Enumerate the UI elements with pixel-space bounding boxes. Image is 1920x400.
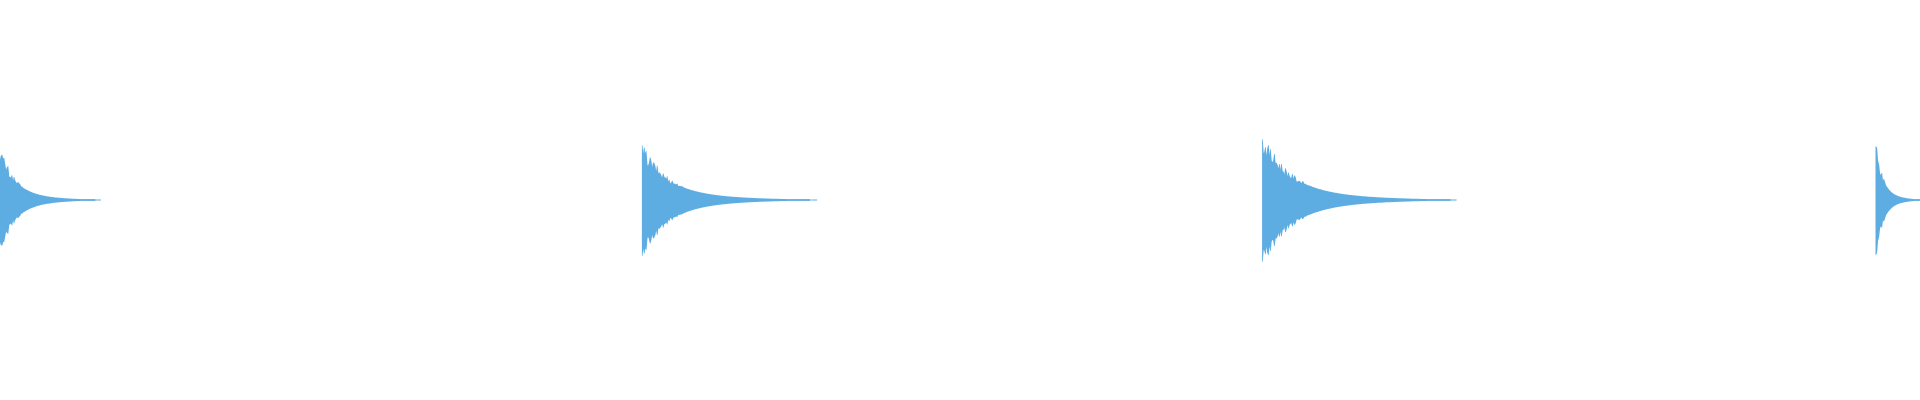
waveform-hit-2[interactable] <box>641 145 811 256</box>
waveform-hit-1[interactable] <box>0 154 96 246</box>
waveform-hit-4[interactable] <box>1875 146 1920 255</box>
waveform-hit-3[interactable] <box>1262 139 1451 262</box>
